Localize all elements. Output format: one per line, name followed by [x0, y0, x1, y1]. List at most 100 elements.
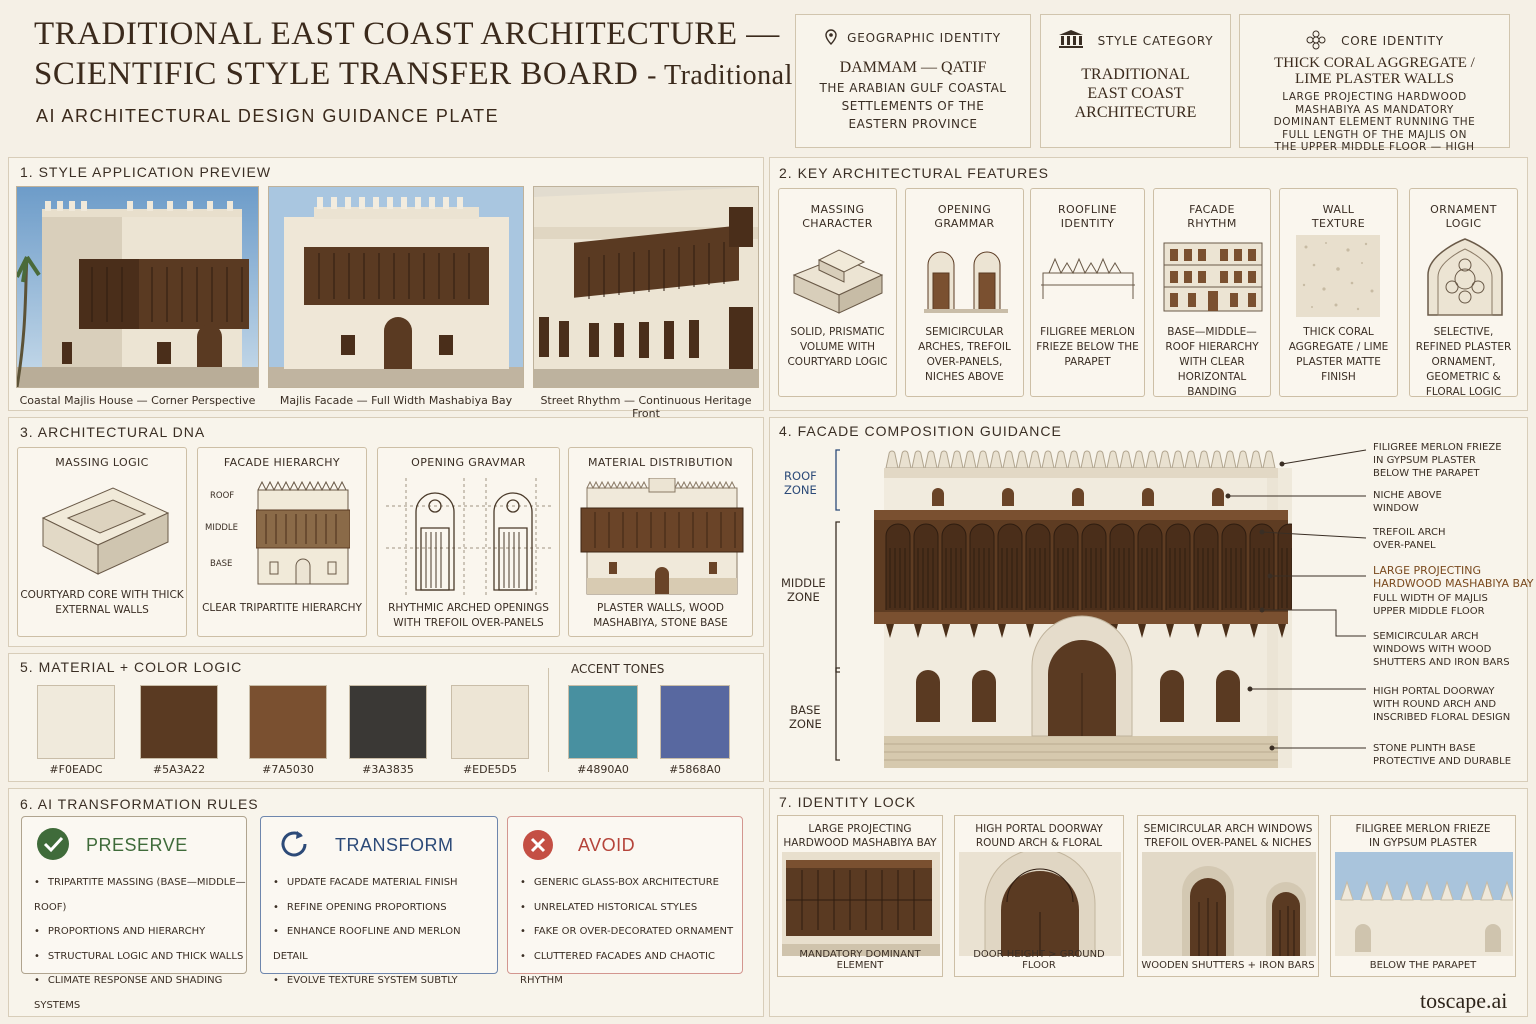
rule-item: STRUCTURAL LOGIC AND THICK WALLS — [34, 945, 246, 970]
annotation-full-width: FULL WIDTH OF MAJLIS UPPER MIDDLE FLOOR — [1373, 593, 1488, 617]
dna-desc: PLASTER WALLS, WOOD MASHABIYA, STONE BAS… — [593, 602, 728, 629]
dna-card-massing: MASSING LOGIC COURTYARD CORE WITH THICK … — [17, 447, 187, 637]
rule-title-avoid: AVOID — [578, 835, 636, 855]
arched-openings-diagram — [386, 478, 552, 596]
rule-title-transform: TRANSFORM — [335, 835, 454, 855]
hierarchy-label-base: BASE — [210, 559, 233, 569]
rule-item: GENERIC GLASS-BOX ARCHITECTURE — [520, 871, 742, 896]
ornament-flower-icon — [1306, 30, 1326, 50]
feature-desc: BASE—MIDDLE—ROOF HIERARCHY WITH CLEAR HO… — [1165, 326, 1259, 398]
dna-title: FACADE HIERARCHY — [223, 456, 341, 469]
board-subtitle: AI ARCHITECTURAL DESIGN GUIDANCE PLATE — [36, 106, 500, 126]
annotation-portal: HIGH PORTAL DOORWAY WITH ROUND ARCH AND … — [1373, 686, 1511, 723]
rule-item: CLIMATE RESPONSE AND SHADING SYSTEMS — [34, 969, 246, 1018]
title-line-1: TRADITIONAL EAST COAST ARCHITECTURE — — [34, 16, 780, 52]
accent-swatch — [660, 685, 730, 759]
feature-card-texture: WALL TEXTURE THICK CORAL AGGREGATE / LIM… — [1279, 188, 1398, 397]
zone-label-middle: MIDDLE ZONE — [781, 576, 826, 604]
section-title-dna: 3. ARCHITECTURAL DNA — [20, 424, 206, 440]
core-identity-box: CORE IDENTITY THICK CORAL AGGREGATE / LI… — [1239, 14, 1510, 153]
lock-caption: WOODEN SHUTTERS + IRON BARS — [1141, 960, 1315, 971]
lock-title: LARGE PROJECTING HARDWOOD MASHABIYA BAY — [783, 823, 937, 849]
ornament-arch-icon — [1427, 238, 1503, 316]
rule-item: UNRELATED HISTORICAL STYLES — [520, 896, 742, 921]
rule-item: ENHANCE ROOFLINE AND MERLON DETAIL — [273, 920, 497, 969]
lock-title: HIGH PORTAL DOORWAY ROUND ARCH & FLORAL … — [975, 823, 1103, 863]
preview-image-corner — [16, 186, 259, 388]
feature-desc: SELECTIVE, REFINED PLASTER ORNAMENT, GEO… — [1415, 326, 1512, 398]
annotation-leaders — [1225, 449, 1367, 751]
preview-image-facade — [268, 186, 524, 388]
preview-caption-corner: Coastal Majlis House — Corner Perspectiv… — [19, 394, 256, 407]
rule-card-transform: TRANSFORM UPDATE FACADE MATERIAL FINISH … — [260, 816, 498, 986]
dna-desc: CLEAR TRIPARTITE HIERARCHY — [202, 602, 362, 614]
style-category-main: TRADITIONAL EAST COAST ARCHITECTURE — [1074, 66, 1197, 121]
zone-brackets — [835, 449, 840, 761]
feature-title: FACADE RHYTHM — [1187, 203, 1237, 230]
feature-desc: THICK CORAL AGGREGATE / LIME PLASTER MAT… — [1288, 326, 1389, 383]
title-suffix: - Traditional — [647, 60, 793, 91]
lock-caption: BELOW THE PARAPET — [1369, 960, 1477, 971]
color-swatch — [249, 685, 327, 759]
preview-caption-facade: Majlis Facade — Full Width Mashabiya Bay — [279, 394, 513, 407]
plaster-texture-swatch — [1296, 235, 1380, 317]
annotation-plinth: STONE PLINTH BASE PROTECTIVE AND DURABLE — [1373, 743, 1512, 767]
facade-elevation-drawing — [874, 450, 1292, 768]
color-swatch-label: #7A5030 — [262, 763, 314, 776]
lock-title: FILIGREE MERLON FRIEZE IN GYPSUM PLASTER — [1355, 823, 1491, 849]
color-swatch — [37, 685, 115, 759]
lock-title: SEMICIRCULAR ARCH WINDOWS TREFOIL OVER-P… — [1143, 823, 1313, 849]
dna-title: MATERIAL DISTRIBUTION — [587, 456, 734, 469]
preview-caption-street: Street Rhythm — Continuous Heritage Fron… — [540, 394, 752, 420]
facade-rhythm-icon — [1163, 242, 1263, 312]
hierarchy-label-middle: MIDDLE — [205, 523, 239, 533]
check-circle-icon — [37, 828, 69, 860]
rule-card-preserve: PRESERVE TRIPARTITE MASSING (BASE—MIDDLE… — [21, 816, 247, 1011]
rule-item: TRIPARTITE MASSING (BASE—MIDDLE—ROOF) — [34, 871, 246, 920]
geographic-identity-box: GEOGRAPHIC IDENTITY DAMMAM — QATIF THE A… — [795, 14, 1031, 148]
accent-tones-title: ACCENT TONES — [571, 662, 665, 676]
section-title-preview: 1. STYLE APPLICATION PREVIEW — [20, 164, 272, 180]
hierarchy-label-roof: ROOF — [210, 491, 235, 501]
section-title-material: 5. MATERIAL + COLOR LOGIC — [20, 659, 243, 675]
avoid-list: GENERIC GLASS-BOX ARCHITECTURE UNRELATED… — [520, 871, 742, 994]
lock-image-portal — [959, 852, 1121, 956]
feature-card-rhythm: FACADE RHYTHM BASE—MIDDLE—ROOF HIERARCHY… — [1153, 188, 1271, 398]
transform-list: UPDATE FACADE MATERIAL FINISH REFINE OPE… — [273, 871, 497, 994]
rule-card-avoid: AVOID GENERIC GLASS-BOX ARCHITECTURE UNR… — [507, 816, 743, 986]
lock-caption: MANDATORY DOMINANT ELEMENT — [799, 949, 921, 971]
rule-item: CLUTTERED FACADES AND CHAOTIC RHYTHM — [520, 945, 742, 994]
lock-card-windows: SEMICIRCULAR ARCH WINDOWS TREFOIL OVER-P… — [1137, 815, 1319, 977]
rule-title-preserve: PRESERVE — [86, 835, 188, 855]
zone-label-base: BASE ZONE — [789, 703, 822, 731]
lock-card-portal: HIGH PORTAL DOORWAY ROUND ARCH & FLORAL … — [954, 815, 1124, 977]
lock-image-merlon — [1335, 852, 1513, 956]
lock-card-mashabiya: LARGE PROJECTING HARDWOOD MASHABIYA BAY … — [777, 815, 943, 977]
feature-title: ROOFLINE IDENTITY — [1057, 203, 1118, 230]
dna-title: OPENING GRAVMAR — [411, 456, 526, 469]
title-line-2: SCIENTIFIC STYLE TRANSFER BOARD — [34, 56, 639, 92]
x-circle-icon — [523, 830, 553, 860]
accent-swatch-label: #5868A0 — [669, 763, 721, 776]
accent-swatch — [568, 685, 638, 759]
rule-item: REFINE OPENING PROPORTIONS — [273, 896, 497, 921]
feature-title: ORNAMENT LOGIC — [1430, 203, 1497, 230]
lock-card-merlon: FILIGREE MERLON FRIEZE IN GYPSUM PLASTER… — [1330, 815, 1516, 977]
swatch-divider — [548, 668, 549, 772]
core-identity-label: CORE IDENTITY — [1240, 29, 1509, 51]
feature-title: OPENING GRAMMAR — [934, 203, 995, 230]
dna-card-material: MATERIAL DISTRIBUTION PLASTER WALLS, WOO… — [568, 447, 753, 637]
accent-swatch-label: #4890A0 — [577, 763, 629, 776]
geographic-identity-detail: THE ARABIAN GULF COASTAL SETTLEMENTS OF … — [819, 81, 1007, 131]
annotation-trefoil: TREFOIL ARCH OVER-PANEL — [1373, 527, 1446, 551]
courtyard-massing-diagram — [41, 487, 170, 575]
section-title-identity-lock: 7. IDENTITY LOCK — [779, 794, 917, 810]
dna-card-opening: OPENING GRAVMAR RHYTHMIC ARCHED OPENINGS… — [377, 447, 560, 637]
feature-card-massing: MASSING CHARACTER SOLID, PRISMATIC VOLUM… — [778, 188, 897, 397]
feature-desc: SEMICIRCULAR ARCHES, TREFOIL OVER-PANELS… — [918, 326, 1011, 383]
columns-building-icon — [1058, 30, 1083, 48]
color-swatch-label: #5A3A22 — [152, 763, 206, 776]
lock-image-mashabiya — [782, 852, 940, 956]
dna-card-hierarchy: FACADE HIERARCHY ROOF MIDDLE BASE CLEAR … — [197, 447, 367, 637]
